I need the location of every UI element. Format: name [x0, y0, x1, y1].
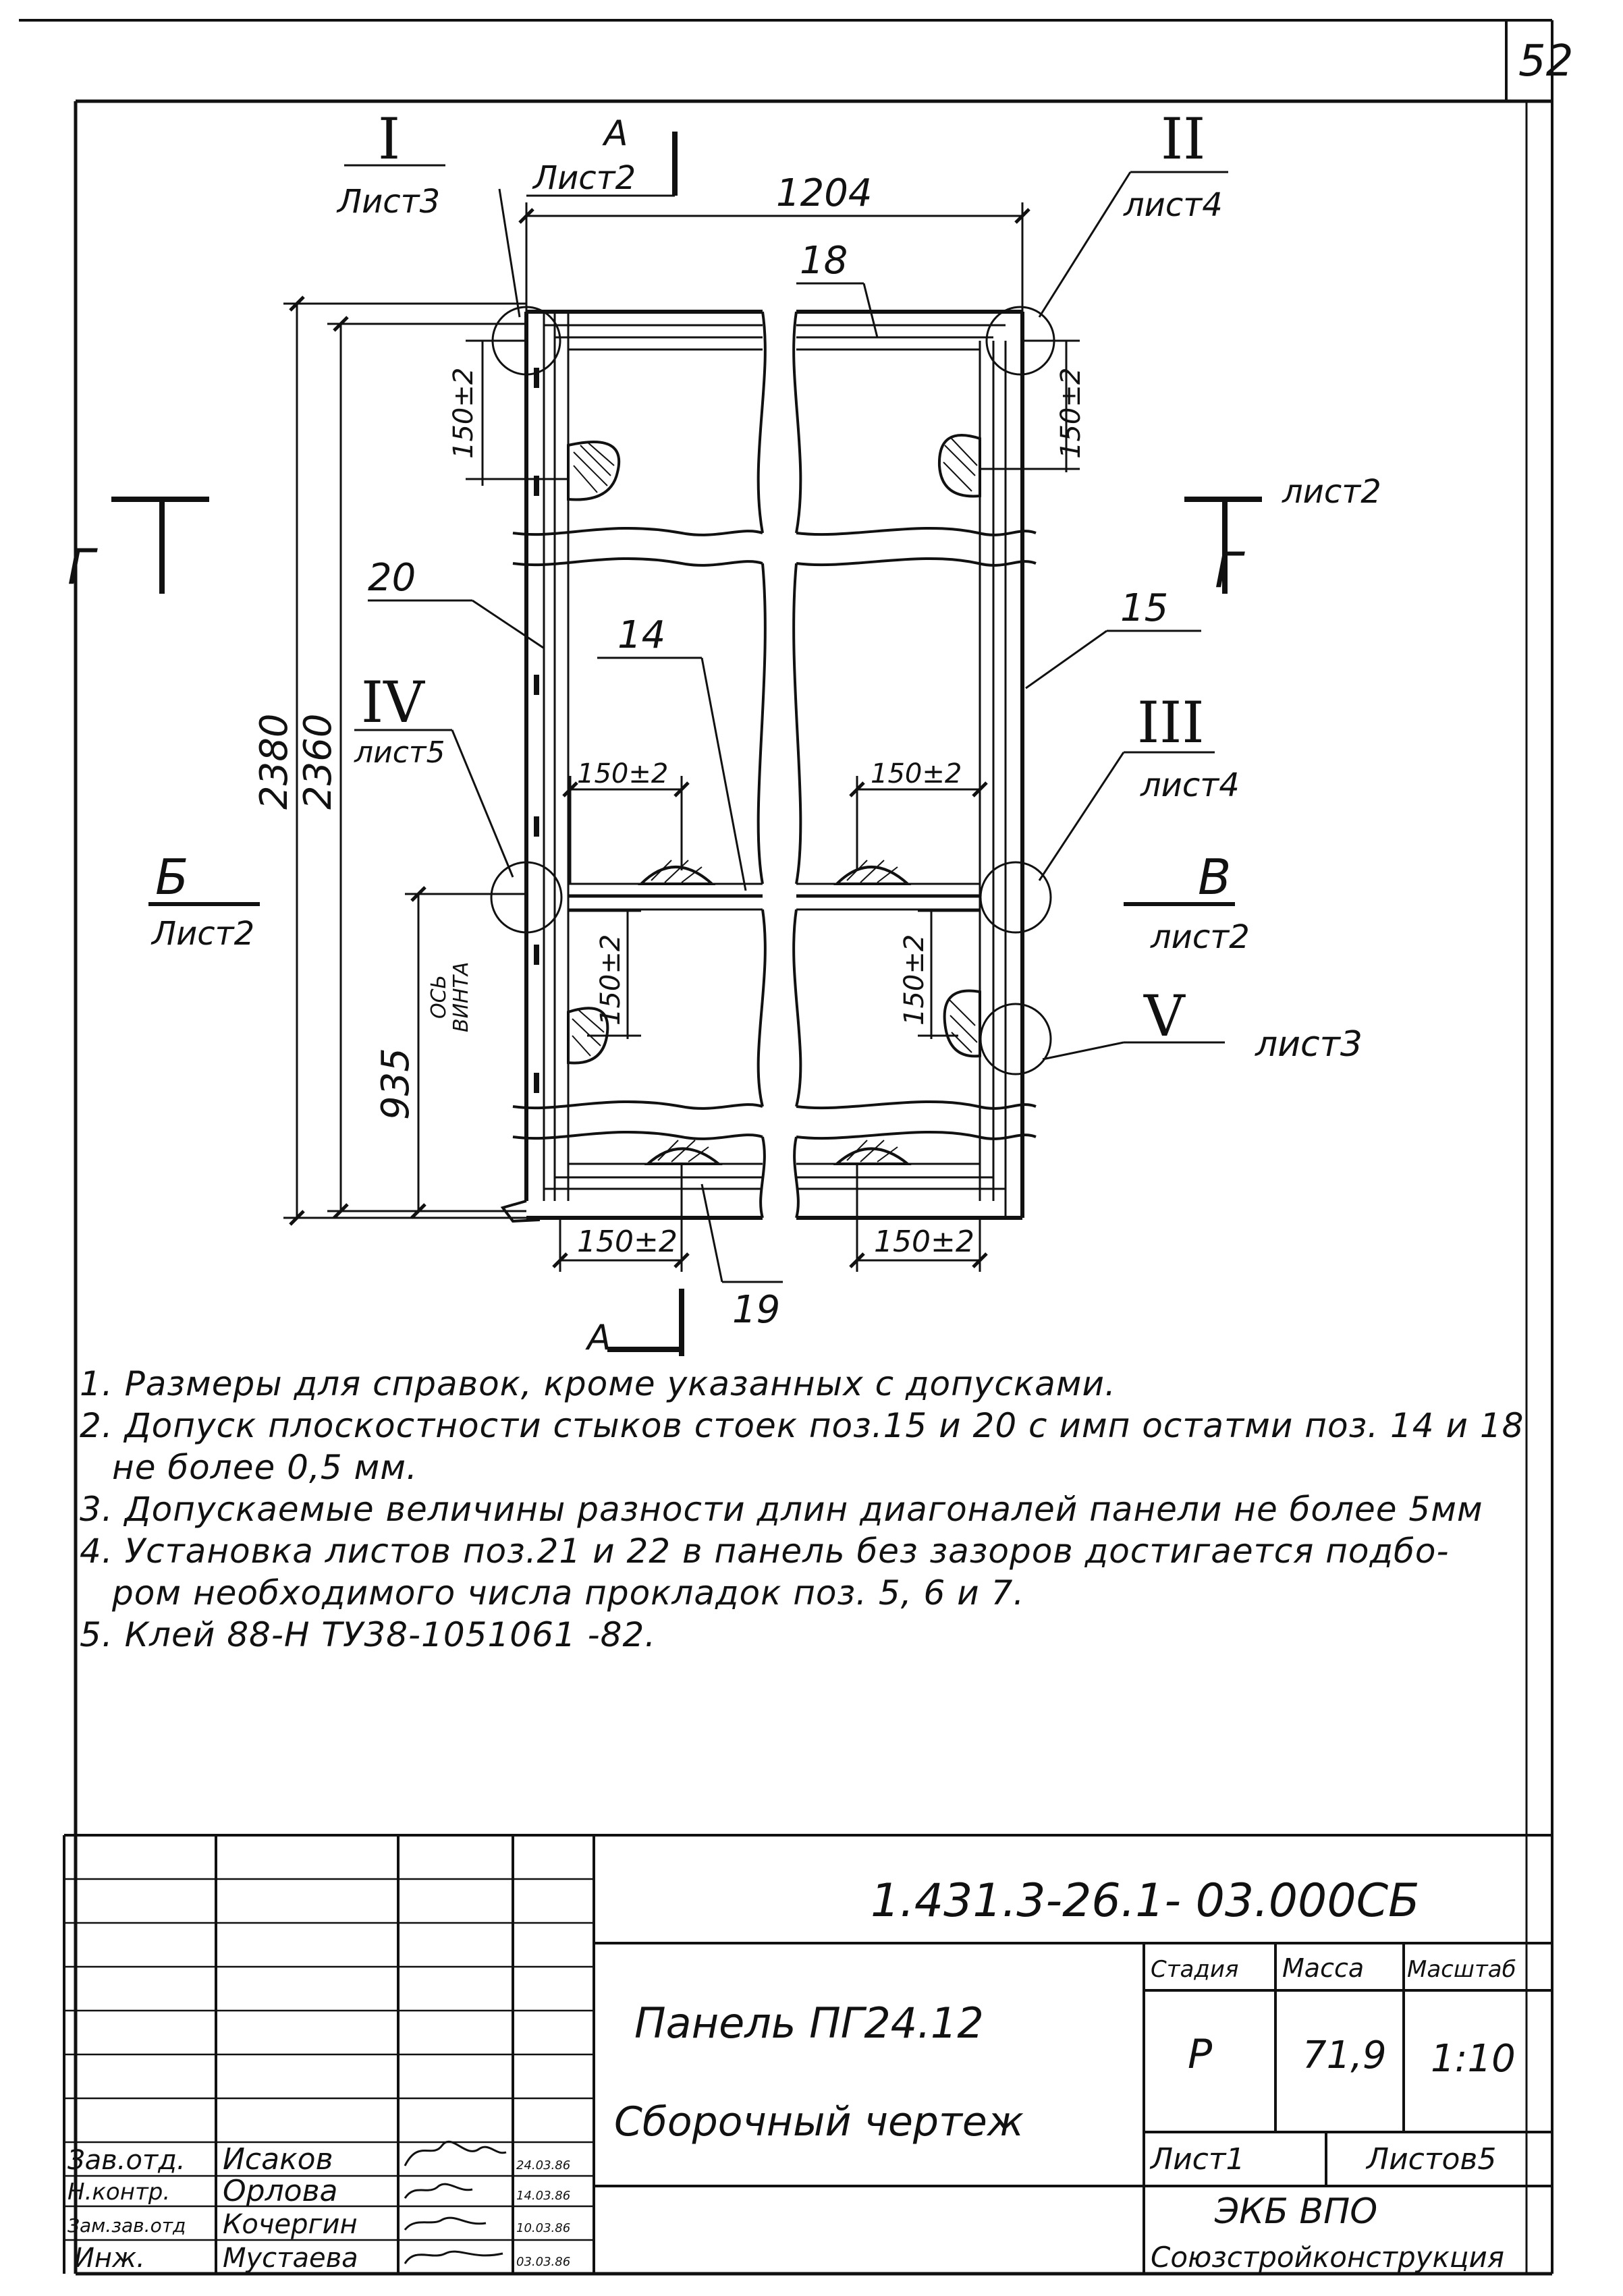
signer-role: Н.контр. — [67, 2179, 170, 2206]
position-20: 20 — [368, 556, 416, 600]
section-G-right-sheet: лист2 — [1282, 473, 1381, 511]
signer-role: Зав.отд. — [67, 2145, 186, 2176]
signer-date: 24.03.86 — [516, 2158, 570, 2173]
signer-date: 03.03.86 — [516, 2255, 570, 2269]
axis-label-2: ВИНТА — [449, 962, 473, 1032]
tolerance-mid-right-vert: 150±2 — [899, 934, 930, 1026]
detail-circles — [490, 306, 1055, 1075]
section-I-label: I — [378, 106, 400, 172]
section-A-bottom-label: А — [585, 1318, 611, 1358]
position-19: 19 — [732, 1288, 780, 1332]
dim-axis: 935 — [374, 1048, 418, 1120]
section-A-top-label: А — [602, 113, 628, 154]
page-number: 52 — [1518, 36, 1573, 86]
tolerance-bottom-right: 150±2 — [874, 1225, 974, 1259]
mass-value: 71,9 — [1302, 2034, 1387, 2077]
sheet-number: Лист1 — [1149, 2142, 1245, 2177]
axis-label-1: ОСЬ — [427, 975, 451, 1019]
org-line-1: ЭКБ ВПО — [1214, 2191, 1377, 2232]
drawing-title-2: Сборочный чертеж — [614, 2098, 1024, 2146]
scale-header: Масштаб — [1407, 1956, 1516, 1983]
stanchion-20 — [524, 312, 570, 1201]
mass-header: Масса — [1282, 1953, 1364, 1983]
doc-number: 1.431.3-26.1- 03.000СБ — [871, 1874, 1420, 1928]
section-V-right-sheet: лист2 — [1150, 918, 1250, 956]
note-2: 2. Допуск плоскостности стыков стоек поз… — [80, 1406, 1524, 1445]
panel-drawing — [490, 306, 1055, 1223]
glue-hatching — [572, 438, 978, 1163]
org-line-2: Союзстройконструкция — [1151, 2241, 1504, 2274]
tolerance-bottom-left: 150±2 — [577, 1225, 678, 1259]
signer-role: Зам.зав.отд — [67, 2214, 186, 2237]
note-4-continued: ром необходимого числа прокладок поз. 5,… — [112, 1573, 1025, 1613]
dimension-lines — [111, 132, 1262, 1356]
section-II-label: II — [1161, 106, 1205, 172]
tolerance-right-top: 150±2 — [1055, 368, 1086, 459]
section-G-left-label: Г — [67, 538, 98, 595]
note-5: 5. Клей 88-Н ТУ38-1051061 -82. — [80, 1615, 657, 1654]
dim-width: 1204 — [776, 171, 873, 215]
section-IV-label: IV — [361, 669, 425, 735]
note-4: 4. Установка листов поз.21 и 22 в панель… — [80, 1532, 1450, 1571]
rail-14 — [568, 883, 980, 911]
section-A-top-sheet: Лист2 — [532, 159, 636, 197]
dim-height-inner: 2360 — [296, 713, 340, 810]
sheet-frame — [19, 19, 1553, 2276]
section-B-left-label: Б — [155, 849, 188, 905]
stanchion-15 — [979, 312, 1024, 1218]
scale-value: 1:10 — [1431, 2037, 1516, 2081]
section-I-sheet: Лист3 — [336, 183, 440, 221]
signer-name: Орлова — [223, 2174, 338, 2208]
sheets-total: Листов5 — [1365, 2142, 1496, 2177]
tolerance-mid-left: 150±2 — [577, 758, 668, 789]
dimension-ticks — [289, 208, 1030, 1268]
section-V-right-label: В — [1198, 849, 1231, 905]
position-18: 18 — [800, 239, 848, 283]
section-III-sheet: лист4 — [1140, 766, 1240, 804]
drawing-notes: 1. Размеры для справок, кроме указанных … — [80, 1363, 1564, 1656]
tolerance-mid-right: 150±2 — [871, 758, 962, 789]
dim-height-outer: 2380 — [252, 713, 296, 810]
signer-date: 14.03.86 — [516, 2189, 570, 2203]
signer-name: Исаков — [223, 2142, 333, 2177]
tolerance-mid-left-vert: 150±2 — [595, 934, 626, 1026]
rail-18 — [526, 310, 1022, 351]
signatures — [404, 2140, 507, 2264]
stage-value: Р — [1188, 2031, 1213, 2078]
section-V-label: V — [1143, 983, 1186, 1049]
note-3: 3. Допускаемые величины разности длин ди… — [80, 1490, 1483, 1529]
section-II-sheet: лист4 — [1123, 186, 1223, 224]
break-lines — [512, 311, 1037, 1219]
signer-name: Кочергин — [223, 2209, 358, 2240]
signer-name: Мустаева — [223, 2243, 358, 2274]
position-15: 15 — [1120, 586, 1168, 630]
note-2-continued: не более 0,5 мм. — [112, 1448, 418, 1487]
note-1: 1. Размеры для справок, кроме указанных … — [80, 1364, 1116, 1403]
section-IV-sheet: лист5 — [354, 735, 445, 770]
tolerance-left-top: 150±2 — [448, 368, 479, 459]
glue-pads — [567, 434, 981, 1165]
section-G-right-label: Г — [1215, 542, 1245, 598]
section-III-label: III — [1137, 690, 1205, 756]
signer-role: Инж. — [74, 2243, 145, 2274]
signer-date: 10.03.86 — [516, 2221, 570, 2235]
position-14: 14 — [617, 613, 665, 657]
title-block-grid — [63, 1834, 1552, 2274]
drawing-title-1: Панель ПГ24.12 — [634, 1998, 984, 2048]
section-B-left-sheet: Лист2 — [150, 915, 254, 953]
stage-header: Стадия — [1151, 1956, 1238, 1983]
section-V-sheet: лист3 — [1255, 1024, 1363, 1065]
